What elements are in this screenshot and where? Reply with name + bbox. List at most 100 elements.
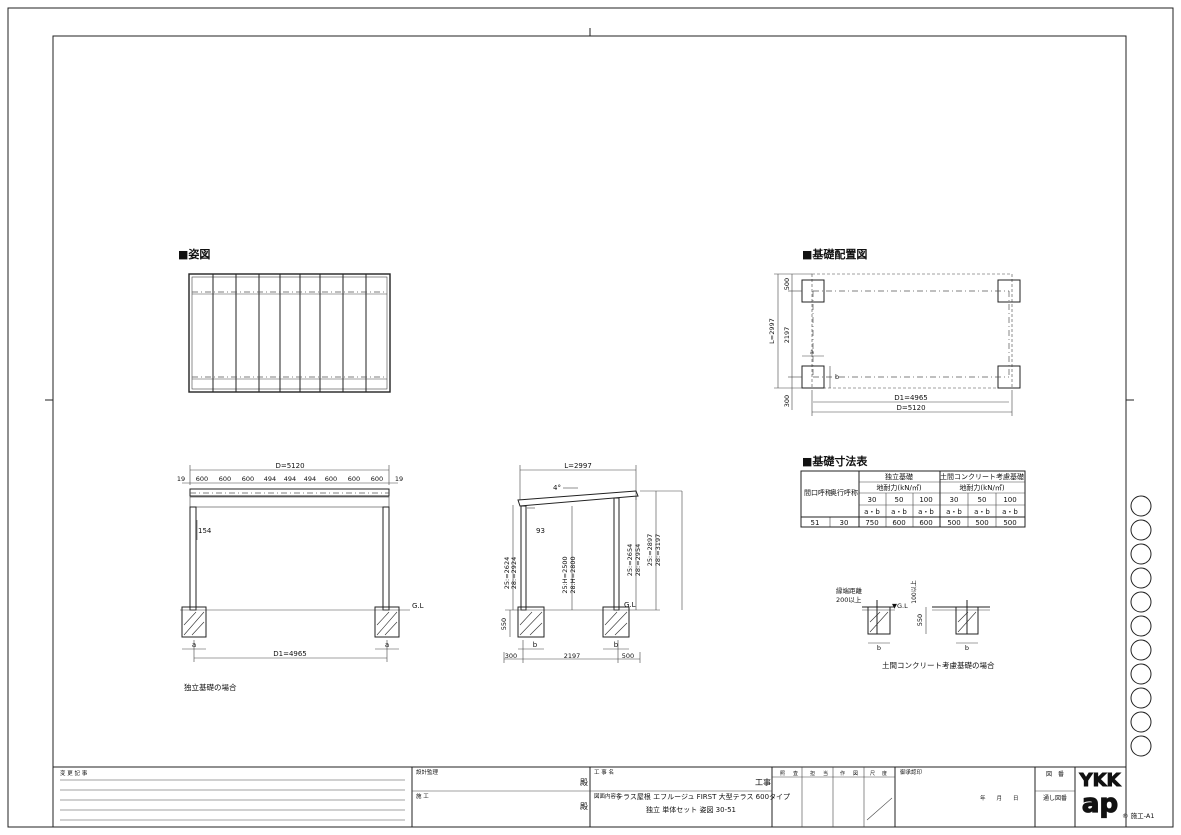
table-col-depth: 奥行呼称: [830, 488, 858, 497]
plan-d: D=5120: [896, 404, 925, 412]
bearing-val: 100: [1003, 496, 1016, 504]
project-label: 工 事 名: [594, 768, 614, 776]
front-caption: 独立基礎の場合: [184, 682, 237, 692]
front-gl: G.L: [412, 602, 424, 610]
side-left-h1: 25:=2624: [503, 557, 511, 589]
elevation-heading: ■姿図: [178, 247, 210, 261]
plan-a: a: [810, 348, 814, 356]
revision-label: 変 更 記 事: [60, 769, 88, 777]
table-grp2: 土間コンクリート考慮基礎: [940, 472, 1024, 481]
table-bearing-2: 地耐力(kN/㎡): [959, 483, 1004, 492]
inner-frame: [52, 35, 1127, 828]
logo-ykk: YKK: [1079, 770, 1122, 791]
koji-label: 工事: [755, 777, 771, 787]
plan-2197: 2197: [783, 327, 791, 344]
row-depth: 30: [840, 519, 849, 527]
ab-label: a・b: [974, 508, 990, 516]
zuban-label: 図 番: [1046, 771, 1064, 778]
foundation-table-heading: ■基礎寸法表: [802, 454, 868, 468]
side-view: L=2997 4° 93 25:=2624 28:=2924 25:H=2500…: [500, 462, 683, 663]
front-total-dim: D=5120: [275, 462, 304, 470]
foundation-table: 間口呼称 奥行呼称 独立基礎 土間コンクリート考慮基礎 地耐力(kN/㎡) 地耐…: [800, 470, 1026, 528]
span-7: 600: [325, 475, 337, 483]
span-0: 19: [177, 475, 185, 483]
span-4: 494: [264, 475, 276, 483]
row-val: 500: [975, 519, 988, 527]
detail-edge-1: 縁端距離: [836, 586, 863, 595]
row-val: 600: [892, 519, 905, 527]
side-mid-h2: 28:H=2800: [569, 556, 577, 593]
stamp-5: 作: [840, 770, 845, 777]
row-val: 500: [947, 519, 960, 527]
stamp-7: 尺: [870, 771, 875, 777]
designer-label: 設計監理: [416, 768, 439, 776]
dono-1: 殿: [580, 778, 588, 787]
span-9: 600: [371, 475, 383, 483]
detail-b2: b: [965, 644, 969, 652]
plan-500: 500: [783, 278, 791, 290]
detail-edge-2: 200以上: [836, 595, 862, 604]
side-w500: 500: [622, 652, 634, 660]
detail-over100: 100以上: [910, 580, 918, 603]
row-val: 600: [919, 519, 932, 527]
plan-300: 300: [783, 395, 791, 407]
table-col-frontage: 間口呼称: [804, 488, 832, 497]
contents-line-1: テラス屋根 エフルージュ FIRST 大型テラス 600タイプ: [616, 792, 790, 801]
plan-d1: D1=4965: [894, 394, 928, 402]
slab-foundation-detail: 縁端距離 200以上 100以上 ▼G.L 550 b b 土間コンクリート考慮…: [836, 580, 995, 670]
span-5: 494: [284, 475, 296, 483]
ab-label: a・b: [864, 508, 880, 516]
span-10: 19: [395, 475, 403, 483]
span-3: 600: [242, 475, 254, 483]
front-d1: D1=4965: [273, 650, 307, 658]
span-1: 600: [196, 475, 208, 483]
detail-b1: b: [877, 644, 881, 652]
foundation-plan: L=2997 500 2197 300 a b D1=4965 D=5120: [768, 273, 1021, 416]
table-bearing-1: 地耐力(kN/㎡): [876, 483, 921, 492]
outer-frame: [7, 7, 1174, 828]
side-b-right: b: [614, 641, 619, 649]
toshi-label: 通し図番: [1043, 794, 1067, 802]
side-mid-h1: 25:H=2500: [561, 556, 569, 593]
row-val: 750: [865, 519, 878, 527]
side-gl: G.L: [624, 601, 636, 609]
span-8: 600: [348, 475, 360, 483]
side-dim-93: 93: [536, 527, 545, 535]
ab-label: a・b: [891, 508, 907, 516]
contents-line-2: 独立 単体セット 姿図 30-51: [646, 805, 736, 814]
approval-label: 御承認印: [900, 768, 923, 776]
stamp-2: 査: [793, 770, 798, 777]
detail-caption: 土間コンクリート考慮基礎の場合: [882, 660, 995, 670]
table-grp1: 独立基礎: [885, 472, 913, 481]
ab-label: a・b: [1002, 508, 1018, 516]
row-frontage: 51: [811, 519, 820, 527]
plan-b: b: [835, 373, 839, 381]
row-val: 500: [1003, 519, 1016, 527]
side-angle: 4°: [553, 484, 561, 492]
plan-l: L=2997: [768, 318, 776, 344]
ab-label: a・b: [946, 508, 962, 516]
detail-gl: ▼G.L: [892, 602, 908, 610]
logo-ap: ap: [1082, 789, 1118, 819]
side-b-left: b: [533, 641, 538, 649]
side-l: L=2997: [564, 462, 592, 470]
detail-depth: 550: [916, 614, 924, 626]
side-left-h2: 28:=2924: [510, 557, 518, 589]
constructor-label: 施 工: [416, 792, 429, 800]
front-view: D=5120 19 600 600 600 494 494 494 600 60…: [177, 462, 424, 692]
side-far-h1: 25:=2897: [646, 534, 654, 566]
side-far-h2: 28:=3197: [654, 534, 662, 566]
approval-date: 年 月 日: [980, 794, 1019, 802]
side-depth: 550: [500, 618, 508, 630]
stamp-1: 照: [780, 771, 785, 777]
roof-plan: [188, 273, 391, 393]
side-right-h1: 25:=2654: [626, 544, 634, 576]
contents-label: 図面内容名: [594, 792, 622, 800]
span-2: 600: [219, 475, 231, 483]
stamp-8: 度: [882, 770, 887, 777]
bearing-val: 100: [919, 496, 932, 504]
side-right-h2: 28:=2954: [634, 544, 642, 576]
sheet-index-circles: [1130, 495, 1152, 757]
side-w2197: 2197: [564, 652, 581, 660]
